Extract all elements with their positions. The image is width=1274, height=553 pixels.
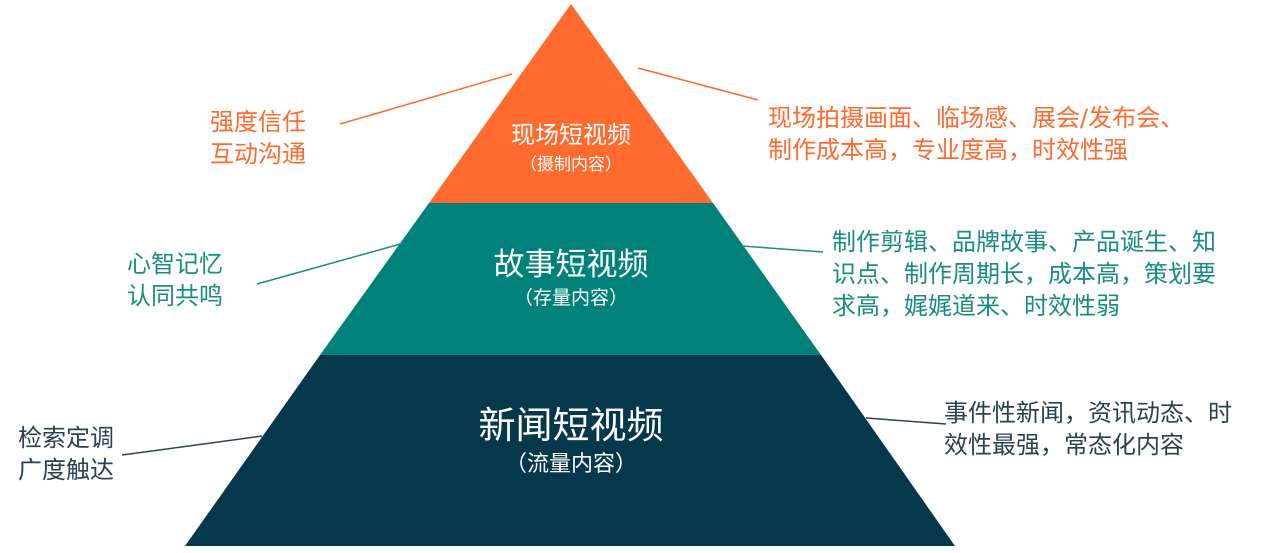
left-note-middle: 心智记忆 认同共鸣 — [127, 248, 223, 312]
right-note-bottom: 事件性新闻，资讯动态、时 效性最强，常态化内容 — [944, 397, 1232, 461]
right-note-top-line-2: 制作成本高，专业度高，时效性强 — [768, 136, 1128, 164]
tier-bottom-subtitle: （流量内容） — [505, 452, 637, 477]
right-note-bottom-line-2: 效性最强，常态化内容 — [944, 431, 1184, 459]
right-note-bottom-line-1: 事件性新闻，资讯动态、时 — [944, 399, 1232, 427]
left-note-middle-line-1: 心智记忆 — [127, 250, 223, 278]
tier-middle-title: 故事短视频 — [494, 247, 649, 283]
tier-top-title: 现场短视频 — [511, 121, 631, 149]
right-note-top-line-1: 现场拍摄画面、临场感、展会/发布会、 — [768, 104, 1185, 132]
tier-middle-subtitle: （存量内容） — [514, 287, 628, 309]
connector-middle-left — [256, 242, 405, 285]
connector-bottom-right — [865, 417, 947, 425]
left-note-bottom: 检索定调 广度触达 — [18, 422, 114, 486]
tier-top-subtitle: （摄制内容） — [520, 155, 622, 175]
tier-bottom-shape — [185, 355, 955, 546]
connector-top-right — [637, 67, 759, 101]
connector-middle-right — [741, 245, 824, 253]
right-note-middle-line-3: 求高，娓娓道来、时效性弱 — [832, 292, 1120, 320]
left-note-middle-line-2: 认同共鸣 — [127, 282, 223, 310]
right-note-middle-line-1: 制作剪辑、品牌故事、产品诞生、知 — [832, 228, 1216, 256]
tier-middle-shape — [320, 203, 821, 355]
left-note-bottom-line-1: 检索定调 — [18, 424, 114, 452]
right-note-middle-line-2: 识点、制作周期长，成本高，策划要 — [832, 260, 1216, 288]
tier-top-shape — [429, 4, 713, 203]
left-note-top-line-1: 强度信任 — [210, 108, 306, 136]
left-note-top: 强度信任 互动沟通 — [210, 106, 306, 170]
left-note-top-line-2: 互动沟通 — [210, 140, 306, 168]
right-note-top: 现场拍摄画面、临场感、展会/发布会、 制作成本高，专业度高，时效性强 — [768, 102, 1184, 166]
left-note-bottom-line-2: 广度触达 — [18, 456, 114, 484]
connector-top-left — [339, 73, 513, 125]
right-note-middle: 制作剪辑、品牌故事、产品诞生、知 识点、制作周期长，成本高，策划要 求高，娓娓道… — [832, 226, 1216, 322]
tier-bottom-title: 新闻短视频 — [479, 404, 664, 447]
connector-bottom-left — [121, 435, 263, 456]
